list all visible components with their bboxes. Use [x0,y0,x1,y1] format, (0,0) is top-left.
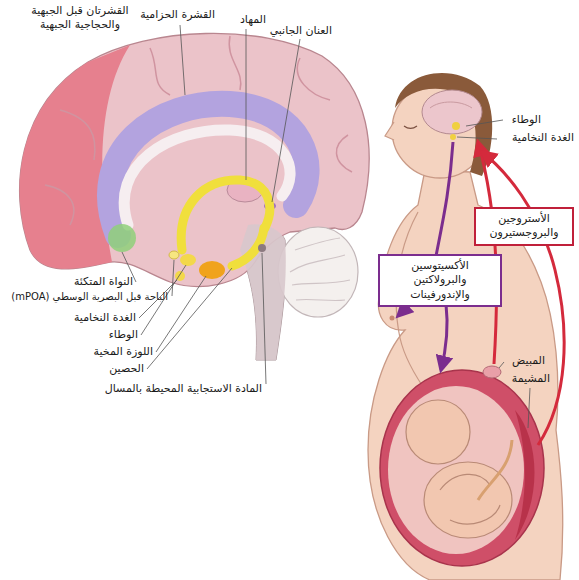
placenta [515,410,535,540]
leader-line [180,25,185,95]
part-label: الوطاء [109,328,138,342]
hormone-text: الأستروجين والبروجستيرون [481,212,567,241]
periaqueductal-gray [258,244,266,252]
hormone-arrow [441,304,447,370]
amygdala [199,261,225,279]
part-label: الحصين [109,362,144,376]
gyrus-line [45,185,74,225]
leader-line [466,120,503,126]
leader-line [262,253,266,384]
leader-line [272,39,300,202]
cingulate-cortex [110,104,307,235]
leader-line [172,260,174,296]
part-label: العنان الجانبي [270,24,332,38]
eye [404,126,417,128]
ovary [483,366,501,378]
folia-line [296,299,345,300]
leader-line [156,276,206,352]
hormone-arrow [478,142,497,364]
cerebellum-folia [290,238,350,301]
corpus-callosum [124,130,290,225]
leader-lines [122,25,530,428]
gyrus-line [60,110,95,160]
part-label: الباحة قبل البصرية الوسطي (mPOA) [11,291,168,304]
gyrus-line [229,36,241,90]
part-label: المهاد [240,13,266,27]
leader-line [528,388,530,428]
folia-line [290,255,345,272]
part-label: المبيض [510,354,547,368]
hormone-box: الأكسيتوسين والبرولاكتين والإندورفينات [378,254,502,307]
cerebellum [278,227,358,317]
folia-line [292,280,350,285]
leader-line [457,137,497,139]
small-pituitary [450,134,456,140]
part-label: المشيمة [510,372,552,386]
part-label: الغدة النخامية [74,311,136,325]
part-label: الوطاء [512,113,541,127]
gyrus-line [336,135,352,172]
nipple [390,316,395,321]
part-label: القشرتان قبل الجبهية والحجاجية الجبهية [10,4,150,32]
gyrus-line [297,58,330,100]
gyrus-line [150,48,170,95]
small-brain-gyrus [430,102,472,108]
nucleus-accumbens [108,224,136,252]
uterus [380,370,544,566]
part-label: القشرة الحزامية [140,8,215,22]
leader-line [246,29,247,180]
folia-line [295,238,340,250]
hypothalamus [180,254,196,266]
fetus-head [406,400,470,464]
hormone-text: الأكسيتوسين والبرولاكتين والإندورفينات [385,259,495,302]
small-brain [422,90,482,134]
hormone-arrow [436,142,453,256]
hormone-box: الأستروجين والبروجستيرون [474,207,574,246]
mpoa [169,251,179,259]
part-label: اللوزة المخية [94,345,153,359]
umbilical-cord [478,440,512,500]
nose [385,122,394,140]
part-label: المادة الاستجابية المحيطة بالمسال [105,382,262,396]
part-label: النواة المتكئة [74,275,133,289]
part-label: الغدة النخامية [512,131,574,145]
leader-line [147,268,232,369]
leader-line [499,362,504,368]
amniotic-sac [388,386,524,554]
small-hypothalamus [452,122,460,130]
